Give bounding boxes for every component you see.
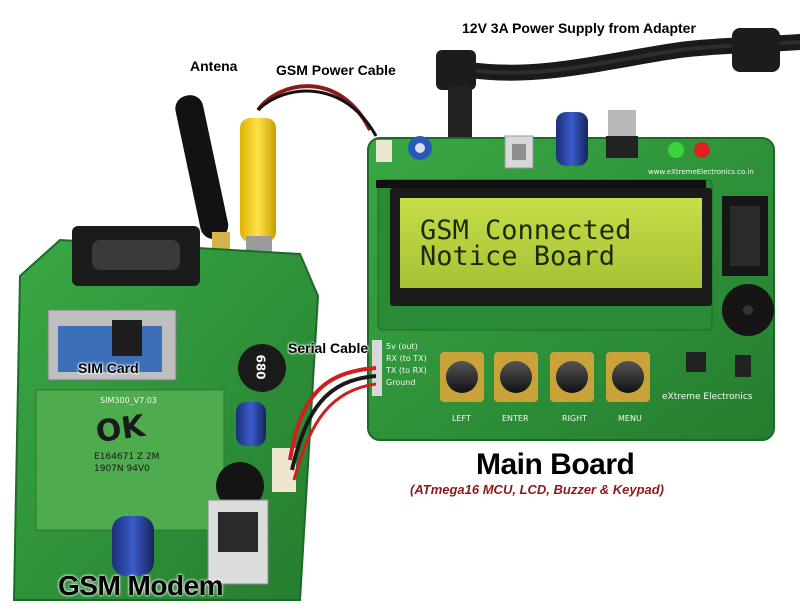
serial-cable (288, 366, 377, 481)
pin-label-rx: RX (to TX) (386, 354, 427, 363)
main-board-subtitle: (ATmega16 MCU, LCD, Buzzer & Keypad) (410, 482, 665, 497)
button-label-enter: ENTER (502, 414, 529, 423)
button-label-menu: MENU (618, 414, 642, 423)
url-silkscreen: www.eXtremeElectronics.co.in (648, 168, 754, 176)
inductor-mark: 680 (253, 354, 268, 380)
module-mark-2: 1907N 94V0 (94, 464, 150, 474)
power-supply-label: 12V 3A Power Supply from Adapter (462, 20, 696, 36)
pin-label-ground: Ground (386, 378, 416, 387)
keypad-buttons (440, 352, 650, 402)
button-label-left: LEFT (452, 414, 471, 423)
gsm-power-cable-label: GSM Power Cable (276, 62, 396, 78)
pin-label-5v: 5v (out) (386, 342, 418, 351)
main-board (367, 110, 775, 441)
gsm-modem-title: GSM Modem (58, 570, 224, 601)
module-mark-1: E164671 Z 2M (94, 452, 160, 462)
handwritten-ok: OK (93, 408, 147, 451)
button-label-right: RIGHT (562, 414, 588, 423)
modem-board-name: SIM300_V7.03 (100, 396, 157, 405)
lcd-line-1: GSM Connected (420, 215, 632, 246)
antena-label: Antena (190, 58, 238, 74)
sim-card-label: SIM Card (78, 360, 139, 376)
lcd-line-2: Notice Board (420, 241, 616, 272)
brand-silkscreen: eXtreme Electronics (662, 392, 753, 402)
pin-label-tx: TX (to RX) (386, 366, 427, 375)
power-adapter-cable (436, 28, 800, 156)
main-board-title: Main Board (476, 448, 635, 481)
gsm-power-cable (238, 84, 392, 310)
serial-cable-label: Serial Cable (288, 340, 369, 356)
gsm-modem-board (12, 226, 320, 601)
